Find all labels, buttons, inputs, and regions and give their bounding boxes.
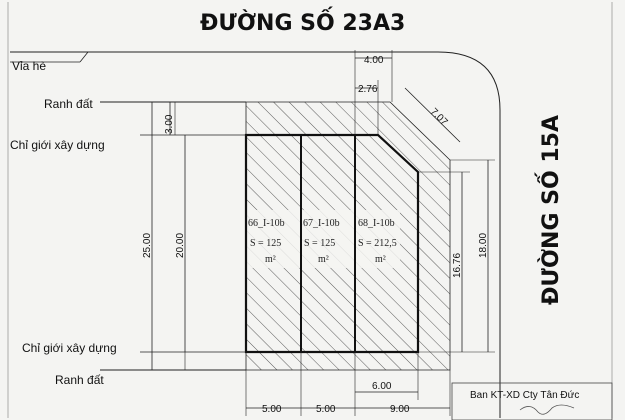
plot-68-area: S = 212,5 — [358, 238, 397, 249]
label-ranh-dat-top: Ranh đất — [44, 97, 93, 111]
street-right-name: ĐƯỜNG SỐ 15A — [535, 115, 564, 305]
plot-67-code: 67_I-10b — [303, 218, 340, 229]
sidewalk-edge — [10, 51, 501, 418]
plot-66-code: 66_I-10b — [248, 218, 285, 229]
label-via-he: Vỉa hè — [12, 59, 46, 73]
dim-text-1676: 16.76 — [452, 253, 463, 278]
label-chi-gioi-top: Chỉ giới xây dựng — [10, 138, 105, 152]
dim-text-2500: 25.00 — [142, 233, 153, 258]
dim-text-500a: 5.00 — [262, 404, 282, 415]
plot-67-unit: m² — [318, 254, 329, 265]
dim-text-600: 6.00 — [372, 381, 392, 392]
dim-line-707 — [404, 87, 461, 143]
title-block-frame — [451, 382, 613, 420]
title-block-org: Ban KT-XD Cty Tân Đức — [470, 390, 579, 401]
dim-text-2000: 20.00 — [175, 233, 186, 258]
plot-68-code: 68_I-10b — [358, 218, 395, 229]
plot-66-area: S = 125 — [250, 238, 281, 249]
signature-mark — [519, 404, 575, 415]
label-chi-gioi-bottom: Chỉ giới xây dựng — [22, 341, 117, 355]
plot-66-unit: m² — [265, 254, 276, 265]
dim-text-900: 9.00 — [390, 404, 410, 415]
dim-text-500b: 5.00 — [316, 404, 336, 415]
leader-via-he-tip — [79, 51, 89, 63]
dim-text-400: 4.00 — [364, 55, 384, 66]
dim-text-1800: 18.00 — [478, 233, 489, 258]
plot-67-area: S = 125 — [304, 238, 335, 249]
dim-text-707: 7.07 — [428, 106, 450, 128]
dim-text-276: 2.76 — [358, 84, 378, 95]
plot-text-backdrop — [240, 210, 400, 268]
label-ranh-dat-bottom: Ranh đất — [55, 373, 104, 387]
street-top-name: ĐƯỜNG SỐ 23A3 — [200, 7, 405, 36]
plot-68-unit: m² — [375, 254, 386, 265]
dim-text-300: 3.00 — [164, 114, 175, 134]
